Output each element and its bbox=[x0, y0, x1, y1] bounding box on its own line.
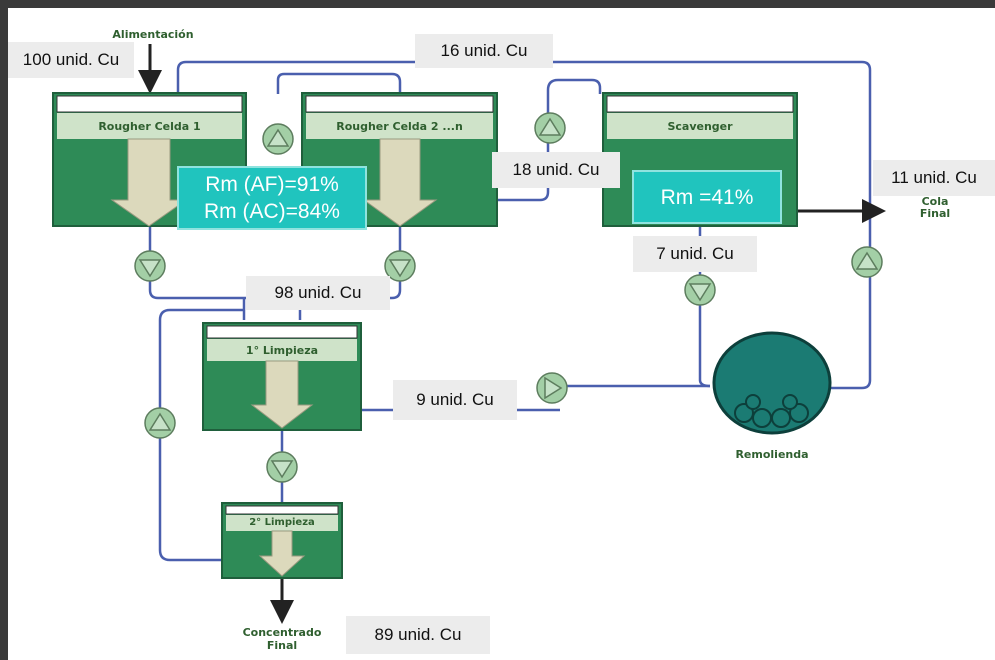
regrind-title: Remolienda bbox=[735, 448, 809, 461]
rougher-recovery-box: Rm (AF)=91% Rm (AC)=84% bbox=[177, 166, 367, 230]
pump-icon bbox=[266, 451, 298, 483]
rougher-cell-2 bbox=[301, 92, 498, 227]
cleaner-tail-label: 9 unid. Cu bbox=[393, 380, 517, 420]
final-concentrate-title: Concentrado Final bbox=[222, 626, 342, 652]
pump-icon bbox=[134, 250, 166, 282]
cleaner-cell-2 bbox=[221, 502, 343, 579]
pipe-rougher1-to-rougher2 bbox=[276, 72, 402, 94]
scavenger-recovery-box: Rm =41% bbox=[632, 170, 782, 224]
pump-icon bbox=[684, 274, 716, 306]
final-title-line1: Concentrado bbox=[242, 626, 322, 639]
pipe-rougher-to-scavenger bbox=[497, 78, 602, 202]
pump-icon bbox=[851, 246, 883, 278]
rougher-cell-1 bbox=[52, 92, 247, 227]
recycle-amount-label: 16 unid. Cu bbox=[415, 34, 553, 68]
rougher-concentrate-label: 98 unid. Cu bbox=[246, 276, 390, 310]
cleaner1-title: 1° Limpieza bbox=[245, 344, 319, 357]
pump-icon bbox=[534, 112, 566, 144]
pump-icon bbox=[144, 407, 176, 439]
scavenger-title: Scavenger bbox=[667, 120, 733, 133]
scavenger-recovery: Rm =41% bbox=[660, 185, 754, 209]
pumps bbox=[134, 112, 883, 483]
pipe-scavenger-concentrate bbox=[698, 226, 711, 388]
rougher-recovery-ac: Rm (AC)=84% bbox=[204, 200, 340, 223]
tail-title-line1: Cola bbox=[921, 195, 949, 208]
pump-icon bbox=[384, 250, 416, 282]
final-title-line2: Final bbox=[266, 639, 298, 652]
tail-title-line2: Final bbox=[919, 207, 951, 220]
rougher-recovery-af: Rm (AF)=91% bbox=[205, 173, 339, 196]
pipe-regrind-return bbox=[176, 60, 872, 390]
cleaner2-title: 2° Limpieza bbox=[249, 517, 315, 528]
regrind-mill bbox=[712, 331, 832, 435]
tail-amount-label: 11 unid. Cu bbox=[873, 160, 995, 196]
pump-icon bbox=[536, 372, 568, 404]
cleaner-cell-1 bbox=[202, 322, 362, 431]
final-concentrate-label: 89 unid. Cu bbox=[346, 616, 490, 654]
feed-title: Alimentación bbox=[112, 28, 194, 41]
rougher1-title: Rougher Celda 1 bbox=[98, 120, 201, 133]
pump-icon bbox=[262, 123, 294, 155]
tail-title: Cola Final bbox=[905, 196, 965, 220]
scavenger-feed-label: 18 unid. Cu bbox=[492, 152, 620, 188]
rougher2-title: Rougher Celda 2 ...n bbox=[336, 120, 463, 133]
scavenger-concentrate-label: 7 unid. Cu bbox=[633, 236, 757, 272]
feed-amount-label: 100 unid. Cu bbox=[8, 42, 134, 78]
